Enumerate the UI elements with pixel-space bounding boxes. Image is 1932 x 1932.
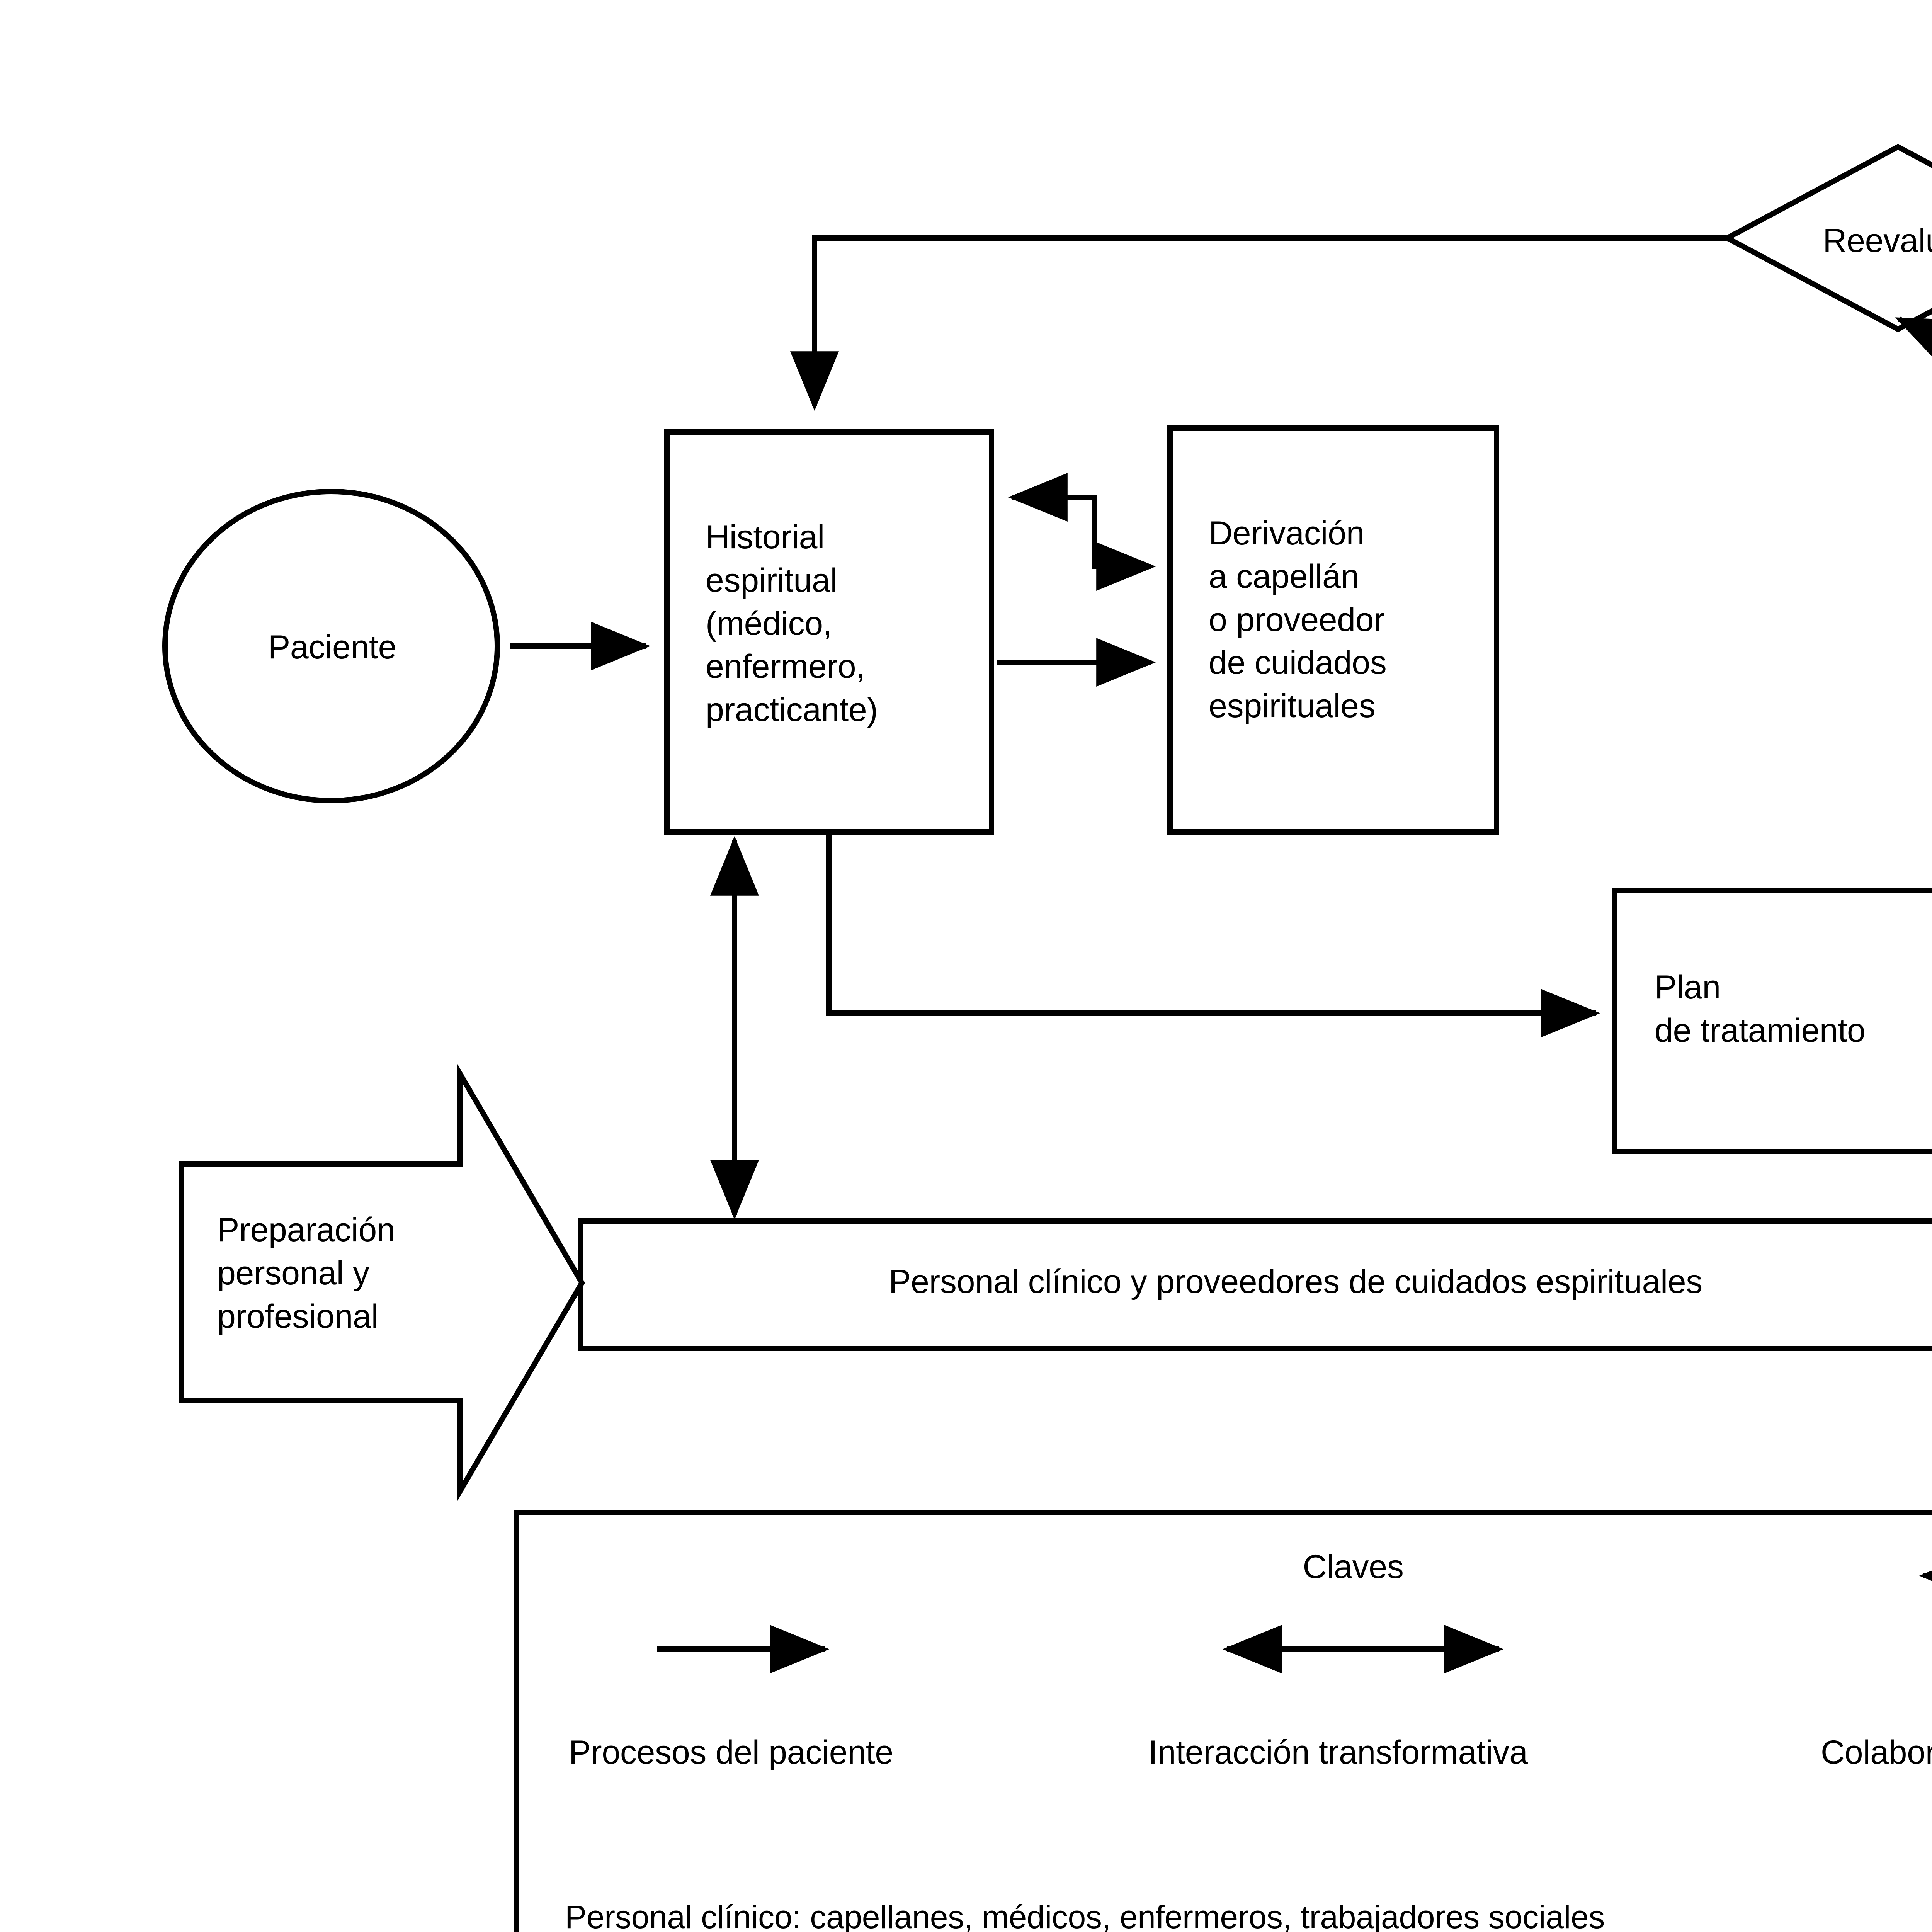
connector-reevaluar-to-historial: [790, 235, 1726, 411]
node-personal-clinico-bar-label: Personal clínico y proveedores de cuidad…: [888, 1263, 1703, 1300]
node-preparacion-arrow-shape: [179, 1063, 585, 1502]
node-historial-espiritual-shape: [664, 429, 994, 835]
node-derivacion-capellan-shape: [1167, 425, 1499, 835]
node-reevaluar-label: Reevaluar: [1823, 222, 1932, 259]
legend-label-procesos-del-paciente: Procesos del paciente: [569, 1734, 893, 1771]
node-derivacion-capellan-label: Derivación a capellán o proveedor de cui…: [1209, 515, 1387, 725]
legend-label-interaccion-transformativa: Interacción transformativa: [1148, 1734, 1528, 1771]
connector-resultados-to-reevaluar: [1895, 316, 1932, 364]
node-paciente-shape: [162, 489, 500, 803]
node-paciente-label: Paciente: [268, 629, 397, 666]
key-box-border: [514, 1510, 1932, 1932]
node-preparacion-arrow-label: Preparación personal y profesional: [217, 1211, 395, 1335]
node-plan-tratamiento-label: Plan de tratamiento: [1655, 969, 1866, 1049]
connector-historial-to-plan: [826, 835, 1600, 1037]
node-plan-tratamiento-shape: [1612, 888, 1932, 1154]
node-reevaluar-shape: [1721, 144, 1932, 332]
node-historial-espiritual-label: Historial espiritual (médico, enfermero,…: [706, 519, 878, 729]
key-title: Claves: [1303, 1548, 1404, 1585]
connector-historial-derivacion-elbow: [1008, 473, 1156, 591]
key-note-personal-clinico: Personal clínico: capellanes, médicos, e…: [565, 1899, 1605, 1932]
node-personal-clinico-bar-shape: [578, 1218, 1932, 1351]
legend-label-colaboracion-interprofesional: Colaboración interprofesional: [1821, 1734, 1932, 1771]
